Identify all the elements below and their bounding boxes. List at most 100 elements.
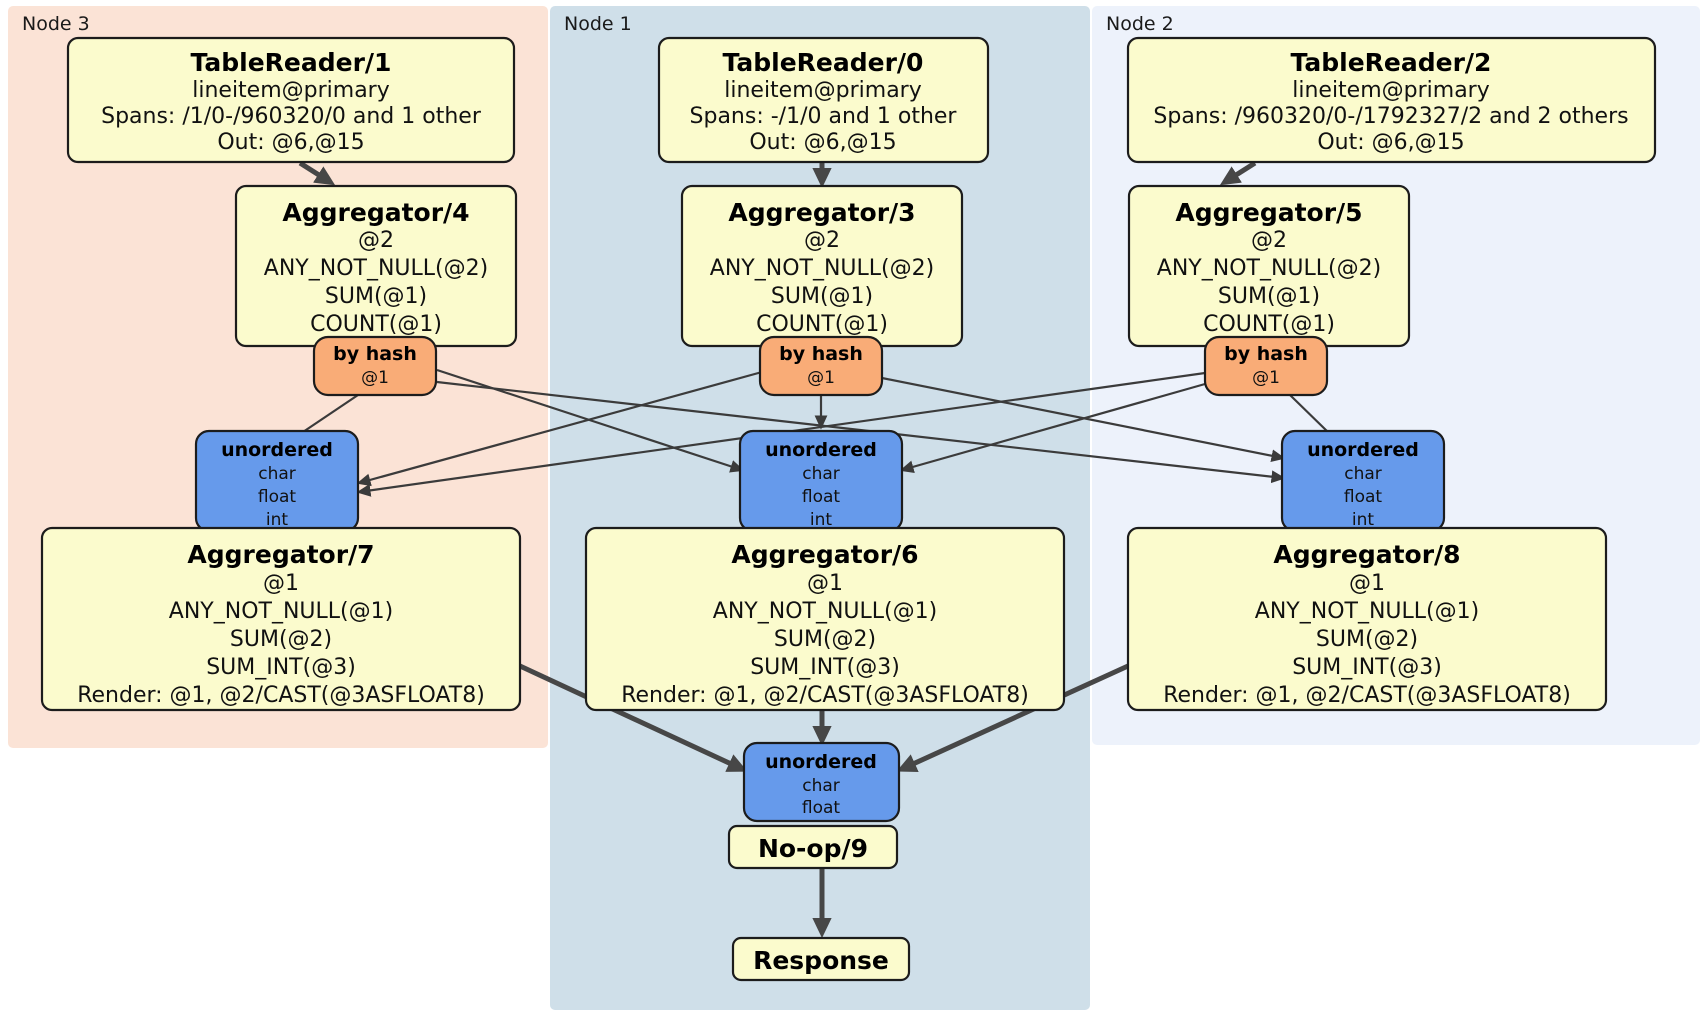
aggregator-6-line-1: ANY_NOT_NULL(@1) [713,599,937,624]
tablereader-2-box[interactable] [1126,36,1657,164]
aggregator-6-line-4: Render: @1, @2/CAST(@3ASFLOAT8) [621,683,1029,708]
by-hash-node3-sub: @1 [361,368,389,388]
edge-hash2-sync1 [899,382,1206,474]
tablereader-2-line-2: Out: @6,@15 [1317,130,1464,155]
panel-label-node2: Node 2 [1106,13,1174,35]
aggregator-6-line-2: SUM(@2) [774,627,876,652]
panel-label-node3: Node 3 [22,13,90,35]
processor-aggregator-4[interactable]: Aggregator/4 @2 ANY_NOT_NULL(@2) SUM(@1)… [234,184,518,348]
tablereader-1-line-2: Out: @6,@15 [217,130,364,155]
router-by-hash-node3[interactable]: by hash @1 [312,335,438,397]
unordered-node2-line-0: char [1344,464,1382,484]
response-box[interactable] [731,936,911,982]
aggregator-4-title: Aggregator/4 [282,198,469,227]
router-unordered-node3[interactable]: unordered char float int [194,429,360,533]
panel-label-node1: Node 1 [564,13,632,35]
by-hash-node1-box[interactable] [758,335,884,397]
aggregator-3-line-0: @2 [804,228,840,253]
router-by-hash-node2[interactable]: by hash @1 [1203,335,1329,397]
aggregator-5-line-0: @2 [1251,228,1287,253]
unordered-node2-line-2: int [1352,510,1374,530]
unordered-node1-title: unordered [765,439,877,461]
edge-hash1-sync3 [356,370,763,487]
aggregator-3-line-2: SUM(@1) [771,284,873,309]
processor-aggregator-5[interactable]: Aggregator/5 @2 ANY_NOT_NULL(@2) SUM(@1)… [1127,184,1411,348]
tablereader-2-title: TableReader/2 [1291,48,1492,77]
router-unordered-node2[interactable]: unordered char float int [1280,429,1446,533]
by-hash-node2-sub: @1 [1252,368,1280,388]
processor-response[interactable]: Response [731,936,911,982]
tablereader-1-line-0: lineitem@primary [192,78,390,103]
tablereader-2-line-1: Spans: /960320/0-/1792327/2 and 2 others [1153,104,1628,129]
aggregator-3-title: Aggregator/3 [728,198,915,227]
unordered-node1-line-1: float [802,487,841,507]
aggregator-5-line-1: ANY_NOT_NULL(@2) [1157,256,1381,281]
processor-tablereader-1[interactable]: TableReader/1 lineitem@primary Spans: /1… [66,36,516,164]
router-unordered-final[interactable]: unordered char float [742,741,901,823]
processor-aggregator-3[interactable]: Aggregator/3 @2 ANY_NOT_NULL(@2) SUM(@1)… [680,184,964,348]
by-hash-node1-title: by hash [779,343,863,365]
unordered-final-box[interactable] [742,741,901,823]
unordered-node3-line-2: int [266,510,288,530]
aggregator-4-line-2: SUM(@1) [325,284,427,309]
reader-to-aggregator-edges [298,160,1257,189]
aggregator-6-line-3: SUM_INT(@3) [750,655,900,680]
tablereader-1-box[interactable] [66,36,516,164]
unordered-node2-title: unordered [1307,439,1419,461]
tablereader-1-line-1: Spans: /1/0-/960320/0 and 1 other [101,104,482,129]
aggregator-8-line-2: SUM(@2) [1316,627,1418,652]
aggregator-7-line-4: Render: @1, @2/CAST(@3ASFLOAT8) [77,683,485,708]
aggregator-8-title: Aggregator/8 [1273,540,1460,569]
aggregator-6-box[interactable] [584,526,1066,712]
edge-tr2-agg5 [1219,160,1257,186]
edge-agg7-final [518,663,748,772]
processor-tablereader-0[interactable]: TableReader/0 lineitem@primary Spans: -/… [657,36,990,164]
by-hash-node2-title: by hash [1224,343,1308,365]
processor-aggregator-6[interactable]: Aggregator/6 @1 ANY_NOT_NULL(@1) SUM(@2)… [584,526,1066,712]
tablereader-0-title: TableReader/0 [723,48,924,77]
aggregator-7-line-0: @1 [263,571,299,596]
by-hash-node1-sub: @1 [807,368,835,388]
aggregator-8-line-4: Render: @1, @2/CAST(@3ASFLOAT8) [1163,683,1571,708]
processor-aggregator-8[interactable]: Aggregator/8 @1 ANY_NOT_NULL(@1) SUM(@2)… [1126,526,1608,712]
by-hash-node3-box[interactable] [312,335,438,397]
unordered-node2-line-1: float [1344,487,1383,507]
by-hash-node3-title: by hash [333,343,417,365]
no-op-9-title: No-op/9 [758,834,868,863]
unordered-final-line-0: char [802,776,840,796]
edge-agg8-final [896,663,1130,772]
aggregator-8-box[interactable] [1126,526,1608,712]
edge-hash2-sync2 [1289,394,1331,435]
processor-aggregator-7[interactable]: Aggregator/7 @1 ANY_NOT_NULL(@1) SUM(@2)… [40,526,522,712]
tablereader-0-line-1: Spans: -/1/0 and 1 other [690,104,958,129]
unordered-node1-line-2: int [810,510,832,530]
tablereader-0-box[interactable] [657,36,990,164]
aggregator-5-line-3: COUNT(@1) [1203,312,1335,337]
aggregator-3-line-1: ANY_NOT_NULL(@2) [710,256,934,281]
aggregator-to-final-edges [518,663,1130,939]
aggregator-4-line-3: COUNT(@1) [310,312,442,337]
unordered-final-title: unordered [765,751,877,773]
router-by-hash-node1[interactable]: by hash @1 [758,335,884,397]
processor-tablereader-2[interactable]: TableReader/2 lineitem@primary Spans: /9… [1126,36,1657,164]
unordered-node3-title: unordered [221,439,333,461]
aggregator-7-line-1: ANY_NOT_NULL(@1) [169,599,393,624]
router-unordered-node1[interactable]: unordered char float int [738,429,904,533]
aggregator-4-line-1: ANY_NOT_NULL(@2) [264,256,488,281]
processor-no-op-9[interactable]: No-op/9 [727,824,899,870]
aggregator-3-line-3: COUNT(@1) [756,312,888,337]
aggregator-7-box[interactable] [40,526,522,712]
unordered-node1-line-0: char [802,464,840,484]
tablereader-0-line-0: lineitem@primary [724,78,922,103]
edge-hash3-sync3 [299,394,359,435]
by-hash-node2-box[interactable] [1203,335,1329,397]
aggregator-6-line-0: @1 [807,571,843,596]
aggregator-7-title: Aggregator/7 [187,540,374,569]
no-op-9-box[interactable] [727,824,899,870]
aggregator-8-line-1: ANY_NOT_NULL(@1) [1255,599,1479,624]
aggregator-7-line-3: SUM_INT(@3) [206,655,356,680]
tablereader-1-title: TableReader/1 [191,48,392,77]
edge-tr1-agg4 [298,160,336,186]
